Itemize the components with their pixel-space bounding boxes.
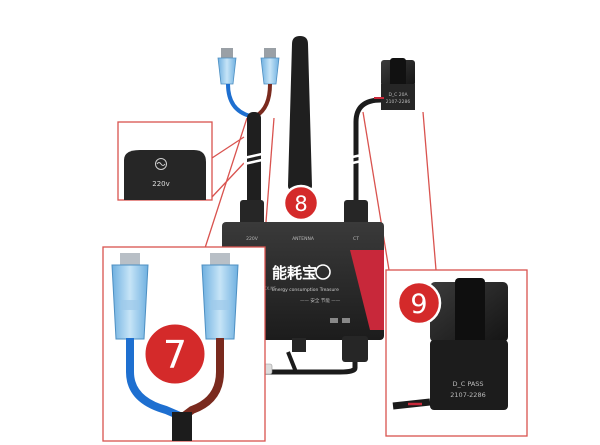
cable-break-mark (243, 152, 263, 166)
device-maker: CCXX.NE (258, 286, 276, 291)
device-brand-en: Energy consumption Treasure (272, 287, 339, 293)
port-label-power: 220V (246, 236, 259, 242)
brown-wire-top (254, 83, 272, 118)
ct-small-label-1: D_C 20A (388, 92, 408, 98)
badge-9-label: 9 (410, 289, 427, 320)
antenna (288, 36, 312, 206)
badge-7: 7 (142, 321, 208, 387)
top-wire-assembly (217, 48, 280, 208)
device-brand: 能耗宝 (272, 264, 317, 282)
voltage-label: 220v (152, 180, 170, 188)
ct-clamp-small: D_C 20A 2107-2286 (347, 58, 415, 208)
badge-8-label: 8 (294, 192, 307, 216)
badge-8: 8 (282, 184, 320, 222)
terminal-right (260, 57, 280, 85)
terminal-tip-right (264, 48, 276, 58)
power-cable (247, 112, 261, 208)
wire-sheath (172, 412, 192, 441)
blue-wire-top (226, 83, 251, 118)
ct-large-label-2: 2107-2286 (450, 391, 485, 399)
terminal-tip-left (221, 48, 233, 58)
badge-9: 9 (396, 280, 442, 326)
brand-logo-ring (315, 264, 331, 280)
device-red-stripe (350, 250, 384, 330)
ct-small-label-2: 2107-2286 (386, 99, 411, 105)
callout-voltage: 220v (117, 121, 213, 201)
device-tagline: —— 安全 节能 —— (300, 297, 341, 304)
blue-wire (126, 338, 182, 420)
port-label-antenna: ANTENNA (292, 236, 315, 242)
badge-7-label: 7 (163, 333, 187, 377)
brown-wire (181, 338, 224, 420)
port-label-ct: CT (353, 236, 359, 242)
ct-large-label-1: D_C PASS (452, 380, 483, 388)
terminal-left (217, 57, 237, 85)
